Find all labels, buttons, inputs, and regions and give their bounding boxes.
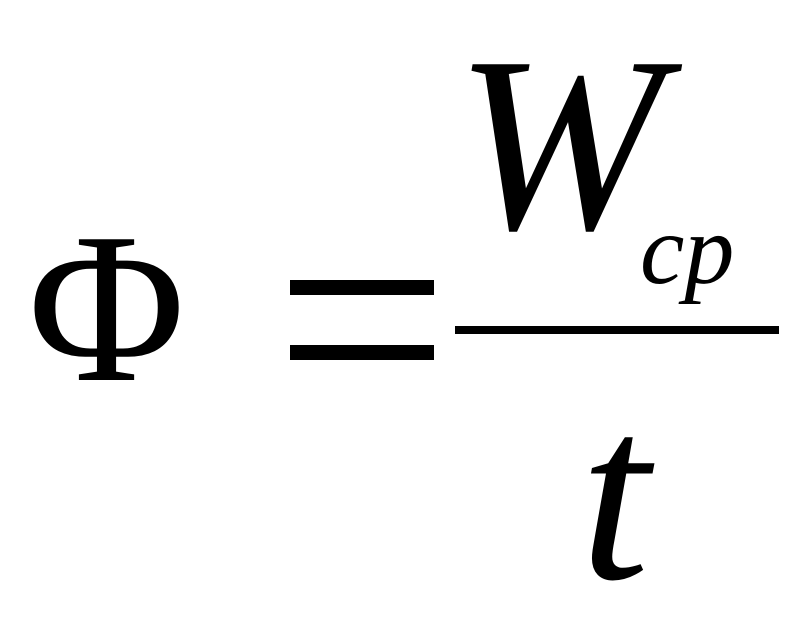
equals-bar-top [290,280,434,295]
numerator-w: W [455,6,664,283]
numerator-subscript: cp [640,194,735,305]
equals-bar-bottom [290,345,434,360]
formula: Φ W cp t [28,6,779,620]
equals-sign [290,274,434,362]
phi-symbol: Φ [28,188,186,427]
fraction-bar [455,326,779,334]
denominator-t: t [580,356,650,633]
